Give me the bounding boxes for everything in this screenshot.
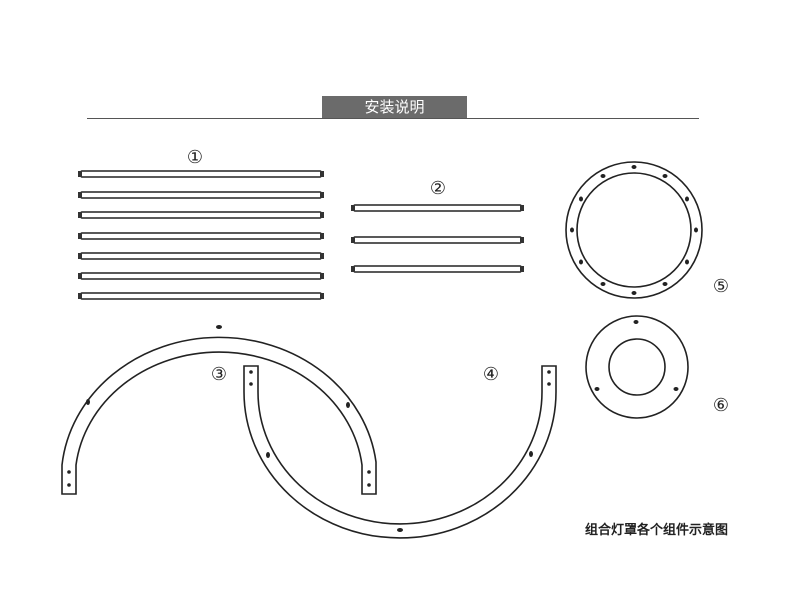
rod [80,292,322,300]
part-1-rod-ends [78,171,324,299]
rod [80,232,322,240]
diagram-caption: 组合灯罩各个组件示意图 [585,523,729,538]
rod [353,236,522,244]
rod [80,252,322,260]
label-part-4: ④ [483,364,499,385]
rod [80,170,322,178]
part-2-rods [353,204,522,273]
part-5-holes [570,165,698,295]
label-part-6: ⑥ [713,395,729,416]
rod [80,191,322,199]
part-2-rod-ends [351,205,524,272]
part-3-arc [61,336,377,495]
part-6-holes [594,320,679,391]
part-3-holes [67,325,371,487]
label-part-2: ② [430,178,446,199]
rod [353,204,522,212]
header-rule [87,118,699,119]
part-4-arc [243,365,557,539]
rod [80,272,322,280]
part-6-washer [585,315,689,419]
label-part-1: ① [187,147,203,168]
part-4-holes [249,370,551,532]
part-1-rods [80,170,322,300]
rod [80,211,322,219]
part-5-ring [565,161,703,299]
page-title: 安装说明 [322,96,467,118]
label-part-5: ⑤ [713,276,729,297]
rod [353,265,522,273]
label-part-3: ③ [211,364,227,385]
